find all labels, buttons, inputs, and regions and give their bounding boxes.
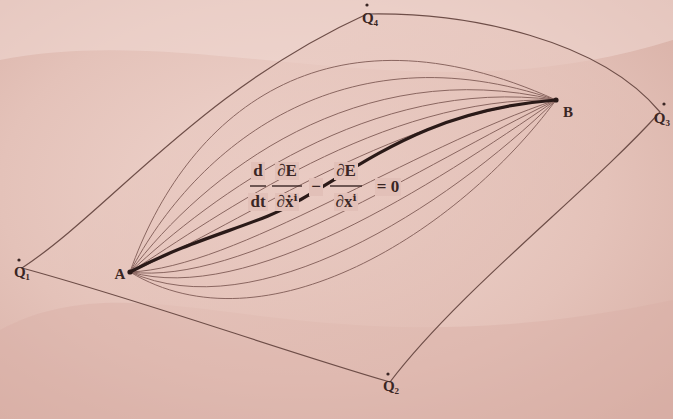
manifold-surface bbox=[22, 14, 660, 382]
equation-term: dt bbox=[248, 193, 267, 212]
point-label: A bbox=[115, 266, 126, 283]
point-dot bbox=[386, 372, 389, 375]
equation-term: ∂ẋⁱ bbox=[275, 193, 300, 212]
point-dot bbox=[662, 102, 665, 105]
neighbour-path bbox=[130, 100, 556, 272]
equation-term: d bbox=[251, 162, 264, 181]
fraction-bar bbox=[250, 185, 266, 186]
point-label: B bbox=[563, 104, 573, 121]
neighbour-path bbox=[130, 100, 556, 287]
neighbour-path bbox=[130, 100, 556, 272]
neighbour-path bbox=[130, 100, 556, 299]
neighbour-path bbox=[130, 60, 556, 272]
neighbour-path bbox=[130, 78, 556, 272]
neighbour-path bbox=[130, 90, 556, 272]
neighbour-path bbox=[130, 97, 556, 272]
equation-term: ∂E bbox=[275, 162, 299, 181]
neighbour-path bbox=[130, 100, 556, 273]
equation-term: = 0 bbox=[375, 178, 401, 197]
equation-term: − bbox=[309, 178, 323, 197]
point-a bbox=[127, 269, 132, 274]
fraction-bar bbox=[330, 185, 362, 186]
extremal-path bbox=[130, 100, 556, 272]
point-label: Q₁ bbox=[14, 264, 30, 281]
point-label: Q₄ bbox=[362, 10, 378, 27]
equation-term: ∂xⁱ bbox=[334, 193, 359, 212]
point-label: Q₂ bbox=[383, 378, 399, 395]
point-dot bbox=[17, 258, 20, 261]
equation-term: ∂E bbox=[334, 162, 358, 181]
neighbour-path bbox=[130, 100, 556, 272]
path-family bbox=[130, 60, 556, 298]
point-b bbox=[553, 97, 558, 102]
fraction-bar bbox=[272, 185, 302, 186]
point-dot bbox=[365, 3, 368, 6]
point-label: Q₃ bbox=[654, 110, 670, 127]
